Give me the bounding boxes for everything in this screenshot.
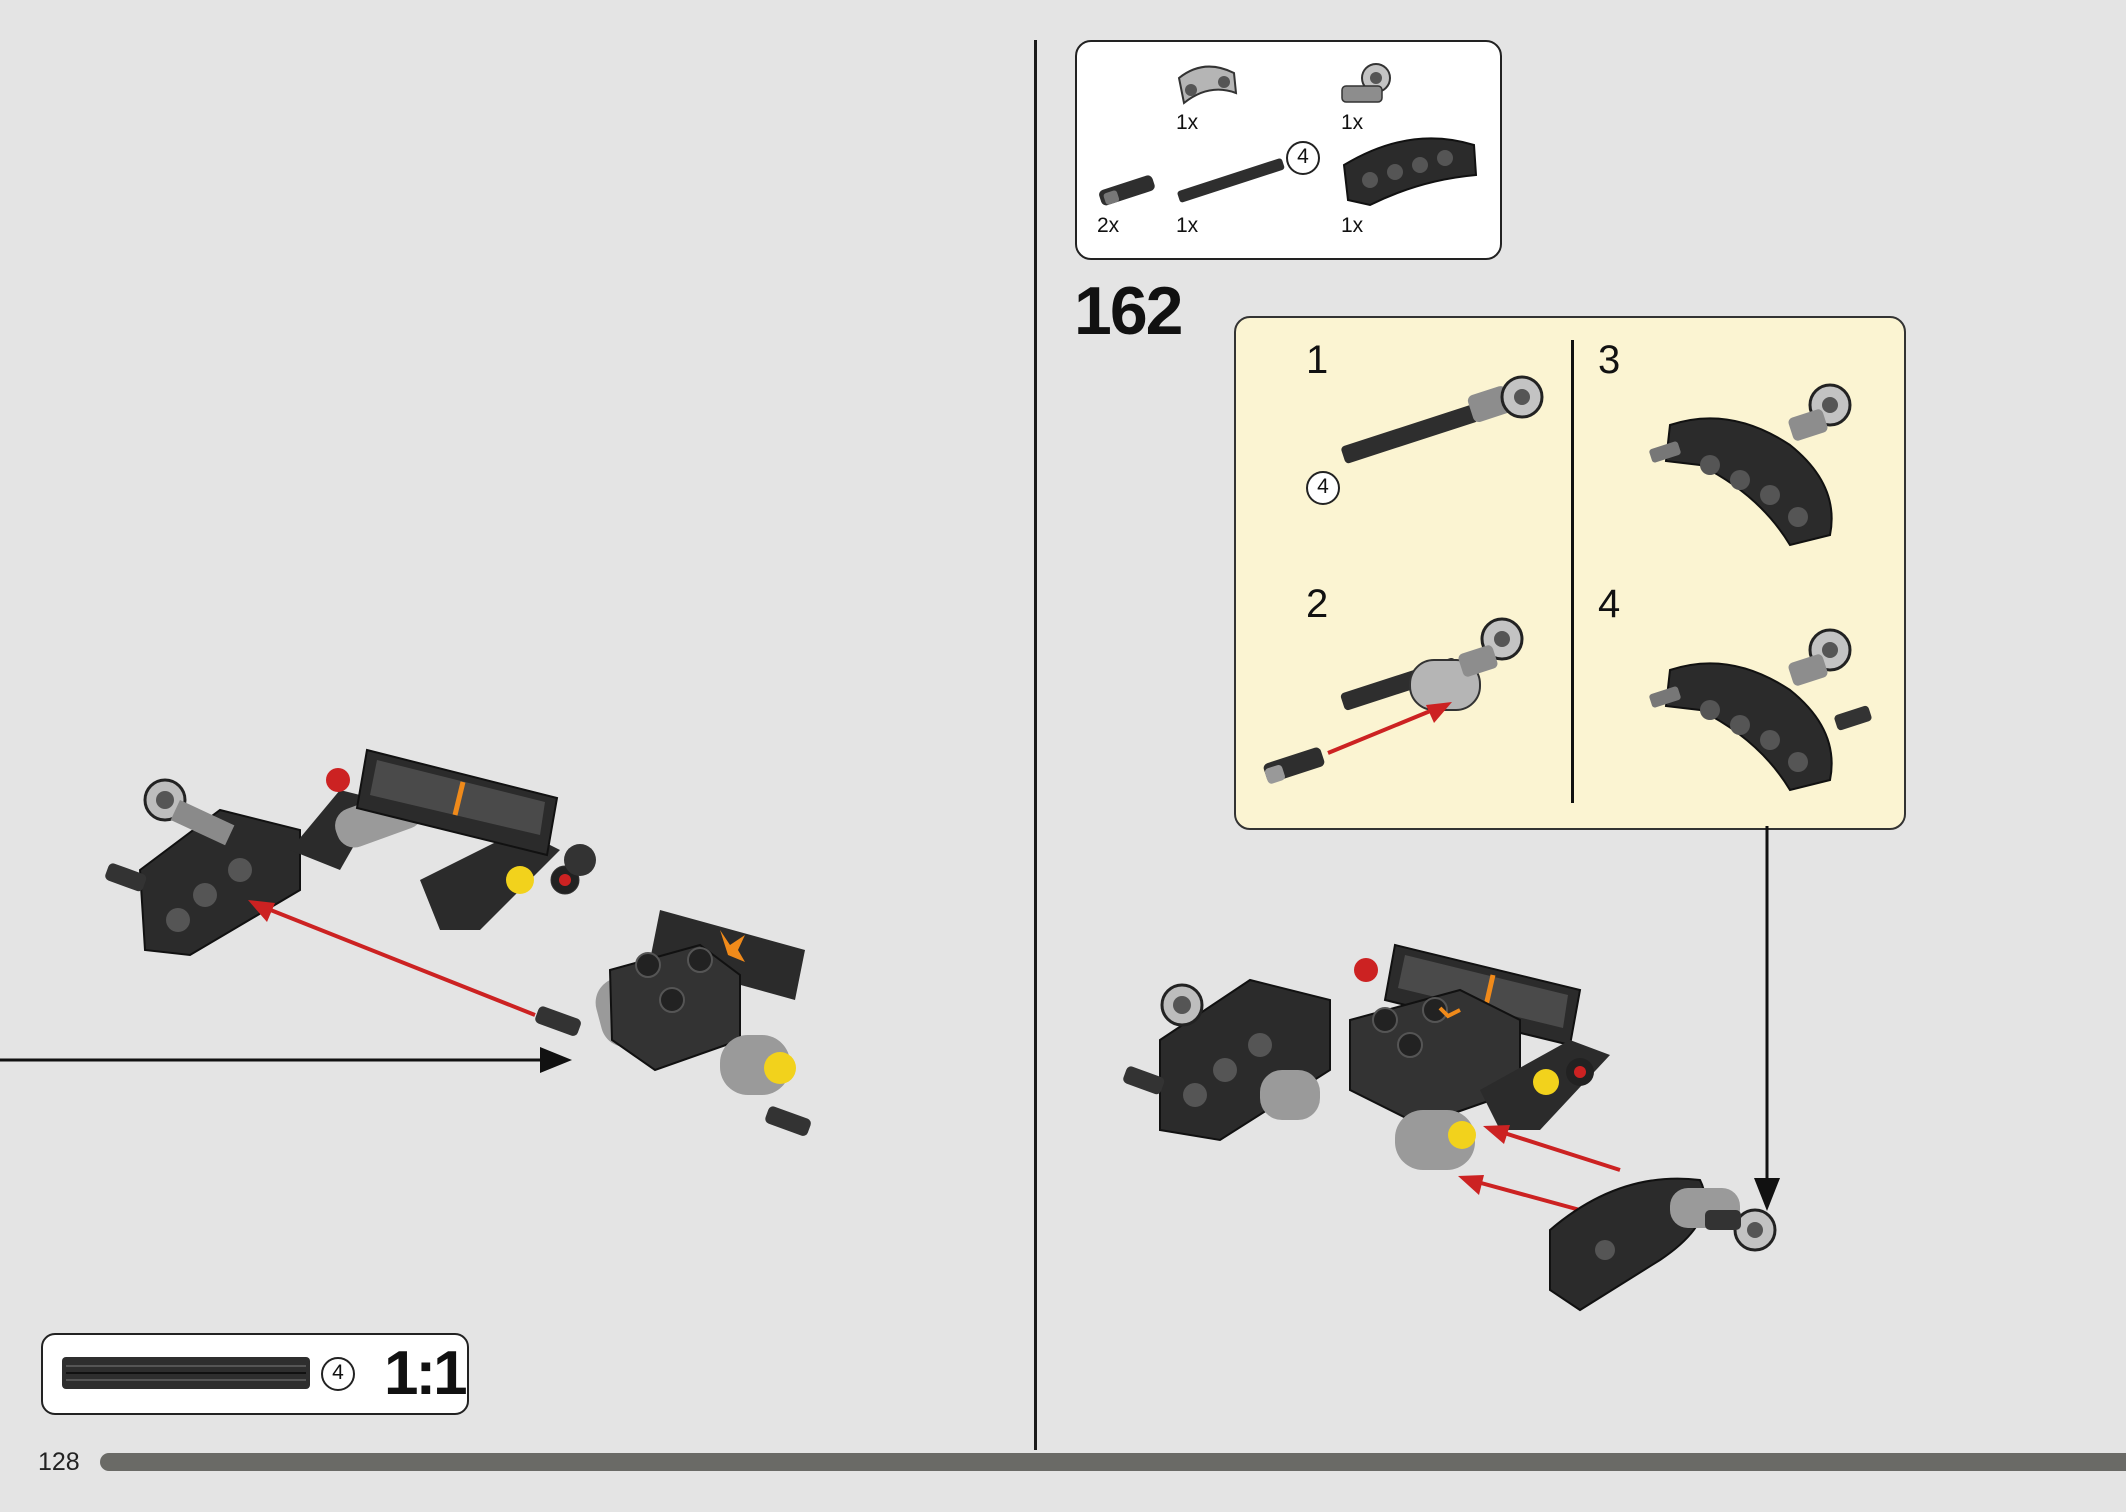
sub-step-number: 2 [1306, 582, 1329, 626]
left-model-illustration [0, 748, 811, 1136]
axle-icon [1177, 158, 1285, 203]
step-number: 162 [1074, 273, 1183, 349]
part-qty: 2x [1097, 214, 1120, 237]
sub-step-1-illustration [1341, 375, 1544, 464]
axle-connector-top-left [143, 778, 235, 846]
pin-icon [1099, 175, 1155, 206]
sub-step-2-illustration [1263, 617, 1524, 784]
ruler-scale: 1:1 [384, 1339, 468, 1408]
callout-arrow [1754, 826, 1780, 1211]
black-tile-with-orange-stripe [355, 748, 559, 857]
left-curved-liftarm [138, 808, 301, 957]
progress-bar [100, 1453, 2126, 1471]
page-divider [1034, 40, 1037, 1450]
sub-panel-divider [1571, 340, 1574, 803]
part-qty: 1x [1341, 214, 1364, 237]
page-number: 128 [38, 1448, 80, 1476]
red-insertion-arrow [257, 903, 536, 1017]
part-qty: 1x [1176, 214, 1199, 237]
part-qty: 1x [1176, 111, 1199, 134]
axle-connector-icon [1341, 63, 1391, 103]
sub-step-3-illustration [1649, 383, 1852, 547]
curved-liftarm-large-icon [1342, 137, 1478, 207]
incoming-curved-liftarm [1549, 1177, 1777, 1312]
axle-connector-top-left [1160, 983, 1204, 1027]
right-model-illustration [1123, 943, 1777, 1312]
ruler-axle-icon [62, 1357, 310, 1389]
sub-assembly-module [1349, 988, 1521, 1127]
ruler-length-circle [321, 1357, 355, 1391]
leader-arrowhead [540, 1047, 572, 1073]
part-qty: 1x [1341, 111, 1364, 134]
sub-step-number: 4 [1598, 582, 1621, 626]
left-curved-liftarm [1159, 978, 1331, 1142]
sub-assembly-module [535, 910, 811, 1136]
sub-step-1-length-circle [1306, 471, 1340, 505]
sub-step-1-length-label: 4 [1317, 475, 1329, 498]
ruler-length-label: 4 [332, 1361, 344, 1384]
sub-step-4-illustration [1649, 628, 1872, 792]
sub-step-number: 1 [1306, 338, 1329, 382]
axle-length-circle [1286, 141, 1320, 175]
axle-length-label: 4 [1297, 145, 1309, 168]
sub-step-number: 3 [1598, 338, 1621, 382]
curved-liftarm-small-icon [1177, 65, 1238, 105]
left-pin [105, 863, 147, 892]
